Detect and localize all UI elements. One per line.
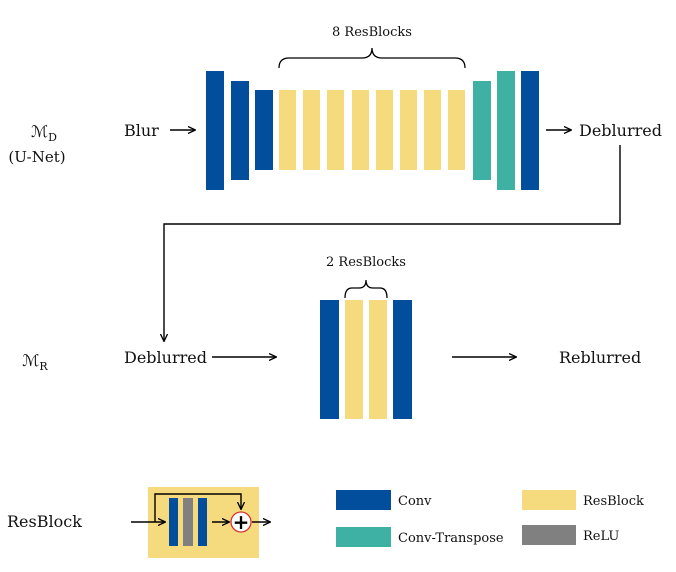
conv-layer xyxy=(198,498,207,546)
legend: Conv Conv-Transpose ResBlock ReLU xyxy=(336,490,644,547)
model-r-output-label: Reblurred xyxy=(559,348,641,367)
conv-layer xyxy=(255,90,273,170)
legend-swatch-conv-transpose xyxy=(336,527,391,547)
conv-layer xyxy=(169,498,178,546)
model-r-resblocks-brace xyxy=(344,279,388,299)
legend-item-conv-transpose: Conv-Transpose xyxy=(336,527,504,547)
model-d-network xyxy=(206,71,539,190)
legend-label-conv: Conv xyxy=(398,494,432,509)
model-r-network xyxy=(320,300,412,419)
skip-connection-arrow xyxy=(154,493,241,522)
model-d-note: (U-Net) xyxy=(8,148,65,166)
conv-layer xyxy=(393,300,412,419)
resblock-layer xyxy=(327,90,344,170)
legend-swatch-resblock xyxy=(522,490,576,510)
resblock-layer xyxy=(448,90,465,170)
resblock-layer xyxy=(279,90,296,170)
model-d-symbol: ℳD xyxy=(31,122,57,144)
connector-arrow xyxy=(164,145,621,341)
resblock-layer xyxy=(345,300,363,419)
legend-item-relu: ReLU xyxy=(522,525,619,545)
resblock-layer xyxy=(376,90,393,170)
resblock-layer xyxy=(352,90,369,170)
conv-layer xyxy=(206,71,224,190)
plus-icon: + xyxy=(233,510,250,534)
resblock-detail: + xyxy=(131,487,270,558)
model-d-resblocks-label: 8 ResBlocks xyxy=(332,25,412,40)
model-r-input-label: Deblurred xyxy=(124,348,207,367)
conv-layer xyxy=(231,81,249,180)
resblock-detail-label: ResBlock xyxy=(7,512,82,531)
legend-swatch-relu xyxy=(522,525,576,545)
legend-label-resblock: ResBlock xyxy=(583,494,644,509)
model-r-resblocks-label: 2 ResBlocks xyxy=(326,255,406,270)
resblock-layer xyxy=(400,90,417,170)
legend-label-relu: ReLU xyxy=(583,529,619,544)
conv-layer xyxy=(320,300,339,419)
legend-item-conv: Conv xyxy=(336,490,432,510)
legend-item-resblock: ResBlock xyxy=(522,490,644,510)
resblock-layer xyxy=(369,300,387,419)
model-d-resblocks-brace xyxy=(278,47,466,69)
model-r-symbol: ℳR xyxy=(22,351,48,373)
legend-label-conv-transpose: Conv-Transpose xyxy=(398,531,504,546)
legend-swatch-conv xyxy=(336,490,391,510)
resblock-layer xyxy=(424,90,441,170)
add-circle xyxy=(230,511,252,533)
conv-transpose-layer xyxy=(473,81,491,180)
conv-transpose-layer xyxy=(497,71,515,190)
relu-layer xyxy=(183,498,193,546)
resblock-layer xyxy=(303,90,320,170)
conv-layer xyxy=(521,71,539,190)
model-d-output-label: Deblurred xyxy=(579,121,662,140)
model-d-input-label: Blur xyxy=(124,121,159,140)
